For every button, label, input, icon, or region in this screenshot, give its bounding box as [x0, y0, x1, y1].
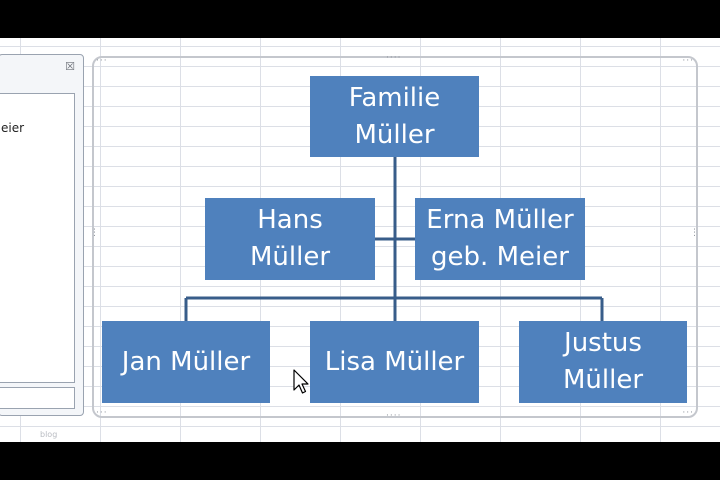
excel-screen: ☒ eier blog ··· ···· ··· ⋮ ⋮ ··· ···· ··… [0, 38, 720, 442]
resize-handle-left[interactable]: ⋮ [90, 228, 100, 238]
resize-handle-bottom[interactable]: ···· [386, 411, 402, 421]
org-box-root[interactable]: Familie Müller [310, 76, 479, 157]
org-box-assistant-left-line2: Müller [249, 242, 331, 272]
org-box-assistant-left-line1: Hans [257, 205, 323, 235]
org-box-assistant-right-line2: geb. Meier [431, 242, 569, 272]
resize-handle-top-left[interactable]: ··· [96, 56, 108, 66]
smartart-frame[interactable]: ··· ···· ··· ⋮ ⋮ ··· ···· ··· [90, 53, 700, 421]
org-box-child-lisa[interactable]: Lisa Müller [310, 321, 479, 403]
description-box [0, 387, 75, 409]
org-box-child-jan-label: Jan Müller [121, 346, 251, 377]
resize-handle-bottom-right[interactable]: ··· [682, 408, 694, 418]
org-box-root-line1: Familie [348, 82, 441, 113]
close-icon[interactable]: ☒ [65, 60, 75, 73]
text-entry-line[interactable]: eier [1, 121, 25, 135]
org-box-child-lisa-label: Lisa Müller [324, 346, 465, 377]
org-chart-connectors [184, 157, 604, 321]
org-box-child-jan[interactable]: Jan Müller [102, 321, 270, 403]
org-box-child-justus-line1: Justus [564, 328, 642, 358]
resize-handle-top-right[interactable]: ··· [682, 56, 694, 66]
org-box-child-justus[interactable]: Justus Müller [519, 321, 687, 403]
resize-handle-right[interactable]: ⋮ [690, 228, 700, 238]
org-box-child-justus-line2: Müller [562, 365, 644, 395]
arrow-cursor-icon [293, 369, 309, 394]
org-box-root-line2: Müller [354, 119, 435, 150]
text-entry-box[interactable] [0, 93, 75, 383]
org-box-assistant-right[interactable]: Erna Müller geb. Meier [415, 198, 585, 280]
status-label: blog [40, 430, 58, 439]
org-box-assistant-right-line1: Erna Müller [426, 205, 574, 235]
org-box-assistant-left[interactable]: Hans Müller [205, 198, 375, 280]
resize-handle-bottom-left[interactable]: ··· [96, 408, 108, 418]
resize-handle-top[interactable]: ···· [386, 53, 402, 63]
smartart-text-pane: ☒ eier [0, 54, 84, 416]
